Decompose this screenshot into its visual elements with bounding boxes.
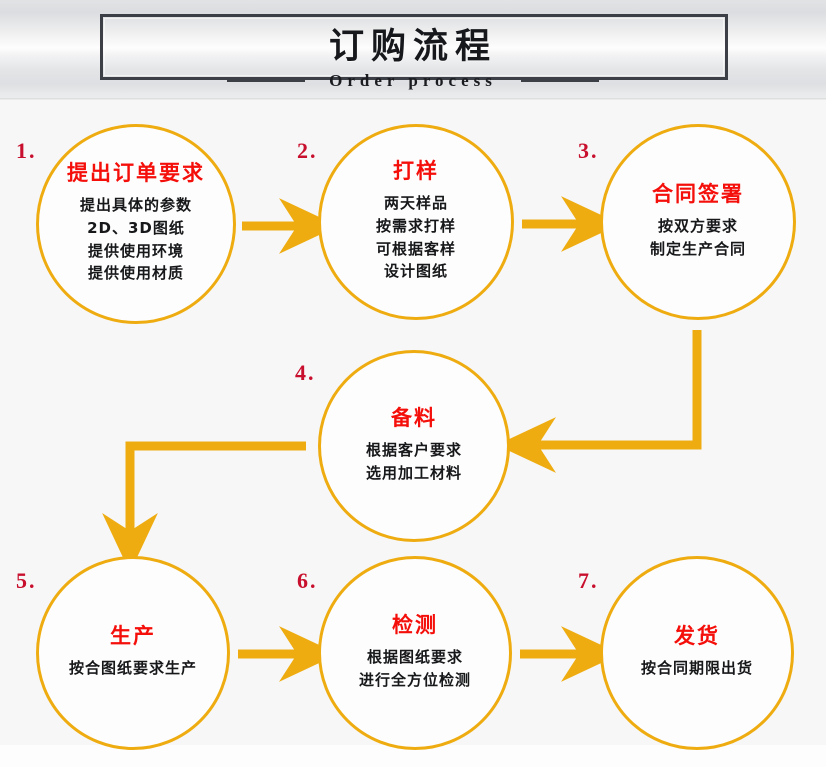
step-node-5[interactable]: 生产 按合图纸要求生产: [36, 556, 230, 750]
step-node-3[interactable]: 合同签署 按双方要求 制定生产合同: [600, 124, 796, 320]
subtitle-rule-left: [227, 80, 306, 82]
step-body-5: 按合图纸要求生产: [69, 657, 197, 680]
step-body-line: 两天样品: [383, 193, 448, 212]
step-number-7: 7.: [578, 568, 599, 593]
step-title-3: 合同签署: [652, 181, 744, 206]
step-number-2: 2.: [297, 138, 318, 163]
step-body-line: 按双方要求: [657, 216, 738, 235]
step-node-4[interactable]: 备料 根据客户要求 选用加工材料: [318, 350, 510, 542]
step-body-line: 制定生产合同: [649, 239, 746, 258]
step-body-line: 提出具体的参数: [79, 195, 192, 214]
step-body-line: 设计图纸: [383, 262, 448, 281]
step-body-line: 提供使用环境: [87, 241, 184, 260]
step-body-line: 根据客户要求: [365, 440, 462, 459]
step-number-1: 1.: [16, 138, 37, 163]
step-title-5: 生产: [110, 624, 156, 649]
header-band-underline: [0, 98, 826, 100]
subtitle-group: Order process: [0, 68, 826, 94]
step-body-7: 按合同期限出货: [641, 657, 753, 680]
subtitle-rule-right: [520, 80, 599, 82]
step-number-6: 6.: [297, 568, 318, 593]
step-body-3: 按双方要求 制定生产合同: [650, 215, 746, 261]
step-body-6: 根据图纸要求 进行全方位检测: [359, 646, 471, 692]
step-body-line: 按需求打样: [375, 216, 456, 235]
step-body-line: 2D、3D图纸: [87, 218, 185, 237]
step-number-4: 4.: [295, 360, 316, 385]
step-body-line: 按合同期限出货: [640, 659, 753, 678]
step-title-2: 打样: [393, 158, 439, 183]
step-title-6: 检测: [392, 612, 438, 637]
step-node-2[interactable]: 打样 两天样品 按需求打样 可根据客样 设计图纸: [318, 124, 514, 320]
step-body-line: 提供使用材质: [87, 264, 184, 283]
step-node-1[interactable]: 提出订单要求 提出具体的参数 2D、3D图纸 提供使用环境 提供使用材质: [36, 124, 236, 324]
step-number-3: 3.: [578, 138, 599, 163]
step-body-2: 两天样品 按需求打样 可根据客样 设计图纸: [376, 192, 456, 283]
step-number-5: 5.: [16, 568, 37, 593]
step-body-line: 根据图纸要求: [366, 647, 463, 666]
step-body-line: 进行全方位检测: [358, 670, 471, 689]
step-body-line: 可根据客样: [375, 239, 456, 258]
step-title-7: 发货: [674, 624, 720, 649]
page-title: 订购流程: [328, 27, 497, 67]
step-body-1: 提出具体的参数 2D、3D图纸 提供使用环境 提供使用材质: [80, 194, 192, 285]
page-background-bottom: [0, 745, 826, 767]
step-title-1: 提出订单要求: [67, 160, 205, 185]
step-node-7[interactable]: 发货 按合同期限出货: [600, 556, 794, 750]
step-body-line: 选用加工材料: [365, 463, 462, 482]
step-title-4: 备料: [391, 405, 437, 430]
step-node-6[interactable]: 检测 根据图纸要求 进行全方位检测: [318, 556, 512, 750]
step-body-4: 根据客户要求 选用加工材料: [366, 439, 462, 485]
header-frame: [100, 14, 728, 80]
page-subtitle: Order process: [329, 71, 497, 90]
step-body-line: 按合图纸要求生产: [68, 659, 197, 678]
